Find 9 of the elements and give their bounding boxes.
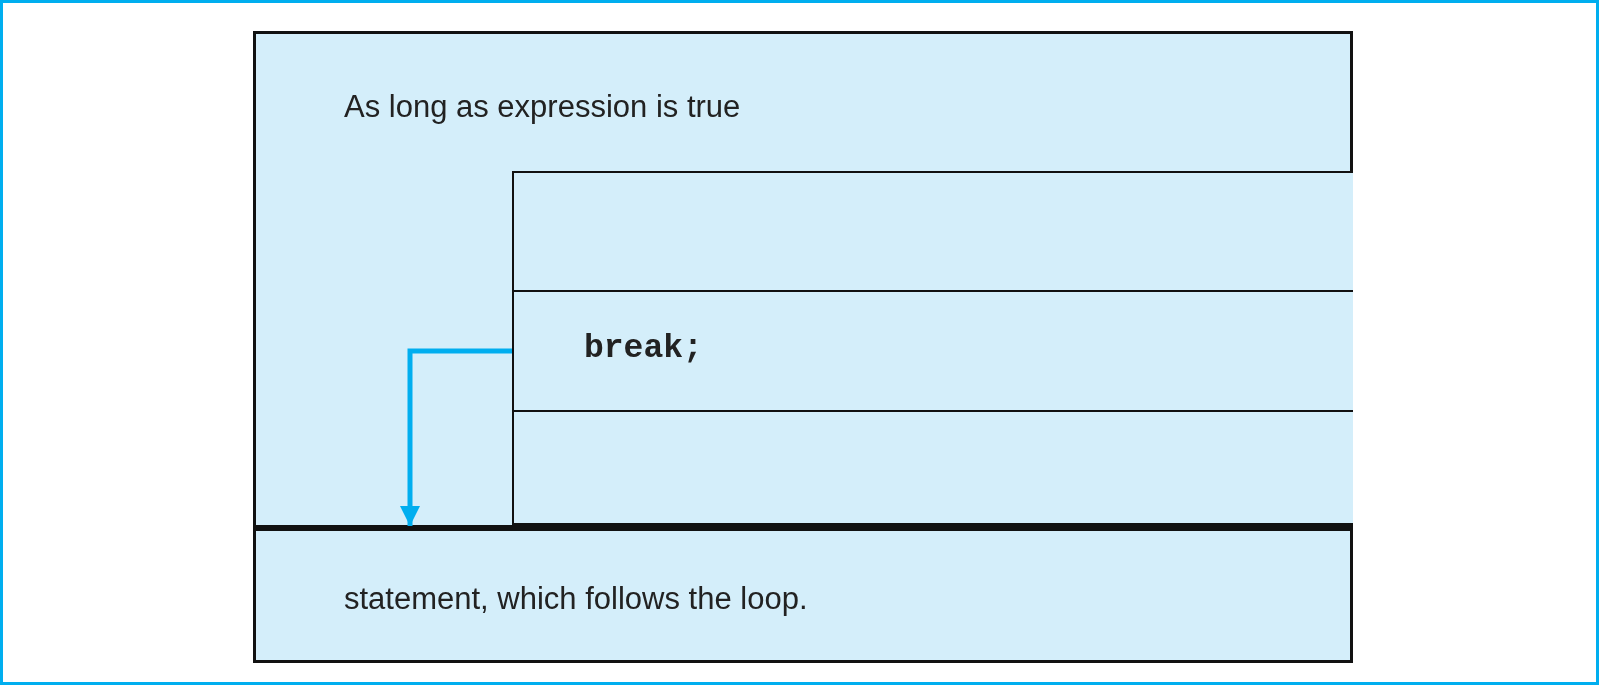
break-statement-text: break;: [584, 330, 703, 367]
statement-text: statement, which follows the loop.: [344, 581, 808, 617]
statement-box: [253, 528, 1353, 663]
empty-box: [512, 171, 1353, 292]
empty-box: [512, 410, 1353, 525]
arrow: [400, 348, 512, 526]
loop-condition-text: As long as expression is true: [344, 89, 741, 125]
statement-box: [512, 290, 1353, 412]
loop-box: [253, 31, 1353, 528]
